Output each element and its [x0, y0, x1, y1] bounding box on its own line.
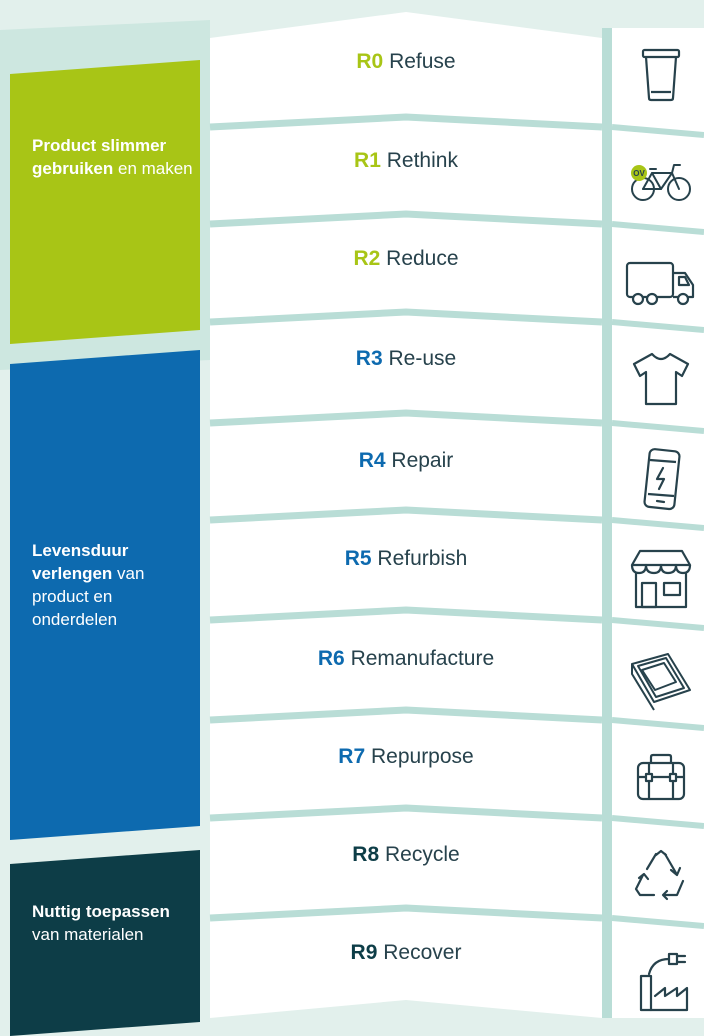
trash-bin-icon	[618, 40, 704, 110]
group-band-0	[10, 60, 200, 344]
r-code: R4	[358, 449, 386, 472]
group-band-1	[10, 350, 200, 840]
r-item-r0: R0 Refuse	[210, 49, 602, 75]
r-item-r1: R1 Rethink	[210, 148, 602, 174]
r-item-r3: R3 Re-use	[210, 346, 602, 372]
group-bold-text: Product slimmer gebruiken	[32, 136, 167, 178]
group-bold-text: Nuttig toepassen	[32, 902, 170, 921]
row-separator	[209, 804, 603, 822]
group-bands	[10, 60, 200, 1036]
group-band-2	[10, 850, 200, 1036]
bag-icon	[618, 744, 704, 810]
row-separator	[209, 113, 603, 131]
r-label: Recover	[383, 941, 462, 964]
r-label: Remanufacture	[350, 647, 495, 670]
r-item-r2: R2 Reduce	[210, 246, 602, 272]
group-label-slimmer: Product slimmer gebruiken en maken	[32, 134, 197, 180]
tshirt-icon	[618, 346, 704, 412]
group-label-nuttig: Nuttig toepassen van materialen	[32, 900, 197, 946]
r-item-r9: R9 Recover	[210, 940, 602, 966]
row-separator	[209, 706, 603, 724]
roof-window-icon	[618, 644, 704, 714]
r-item-r7: R7 Repurpose	[210, 744, 602, 770]
r-item-r5: R5 Refurbish	[210, 546, 602, 572]
group-rest-text: van product en onderdelen	[32, 564, 145, 629]
group-label-levensduur: Levensduur verlengen van product en onde…	[32, 539, 197, 631]
r-code: R5	[344, 547, 372, 570]
r-code: R1	[354, 149, 381, 172]
r-label: Repair	[391, 449, 454, 472]
r-label: Repurpose	[370, 745, 474, 768]
row-separator	[209, 308, 603, 326]
factory-plug-icon	[618, 940, 704, 1020]
row-separator	[209, 210, 603, 228]
main-column	[210, 12, 602, 1018]
r-code: R0	[356, 50, 384, 73]
r-code: R3	[355, 347, 383, 370]
r-ladder-rows	[209, 28, 704, 1018]
row-separator	[209, 506, 603, 524]
group-rest-text: van materialen	[32, 925, 144, 944]
r-code: R2	[353, 247, 381, 270]
row-separator	[209, 606, 603, 624]
svg-text:OV: OV	[633, 169, 645, 178]
r-code: R9	[350, 941, 378, 964]
bicycle-ov-icon: OV	[618, 150, 704, 214]
truck-icon	[618, 250, 704, 318]
r-label: Reduce	[386, 247, 459, 270]
recycle-icon	[618, 840, 704, 910]
r-item-r8: R8 Recycle	[210, 842, 602, 868]
r-label: Recycle	[385, 843, 460, 866]
row-separator	[209, 904, 603, 922]
group-bold-text: Levensduur verlengen	[32, 541, 129, 583]
r-code: R8	[352, 843, 380, 866]
r-label: Refuse	[389, 50, 456, 73]
r-label: Refurbish	[377, 547, 468, 570]
r-code: R6	[317, 647, 345, 670]
r-label: Re-use	[388, 347, 457, 370]
r-label: Rethink	[386, 149, 458, 172]
shop-icon	[618, 544, 704, 614]
row-separator	[209, 409, 603, 427]
smartphone-icon	[618, 444, 704, 514]
r-code: R7	[338, 745, 366, 768]
group-rest-text: en maken	[117, 159, 193, 178]
r-item-r6: R6 Remanufacture	[210, 646, 602, 672]
r-item-r4: R4 Repair	[210, 448, 602, 474]
column-divider	[602, 28, 612, 1018]
